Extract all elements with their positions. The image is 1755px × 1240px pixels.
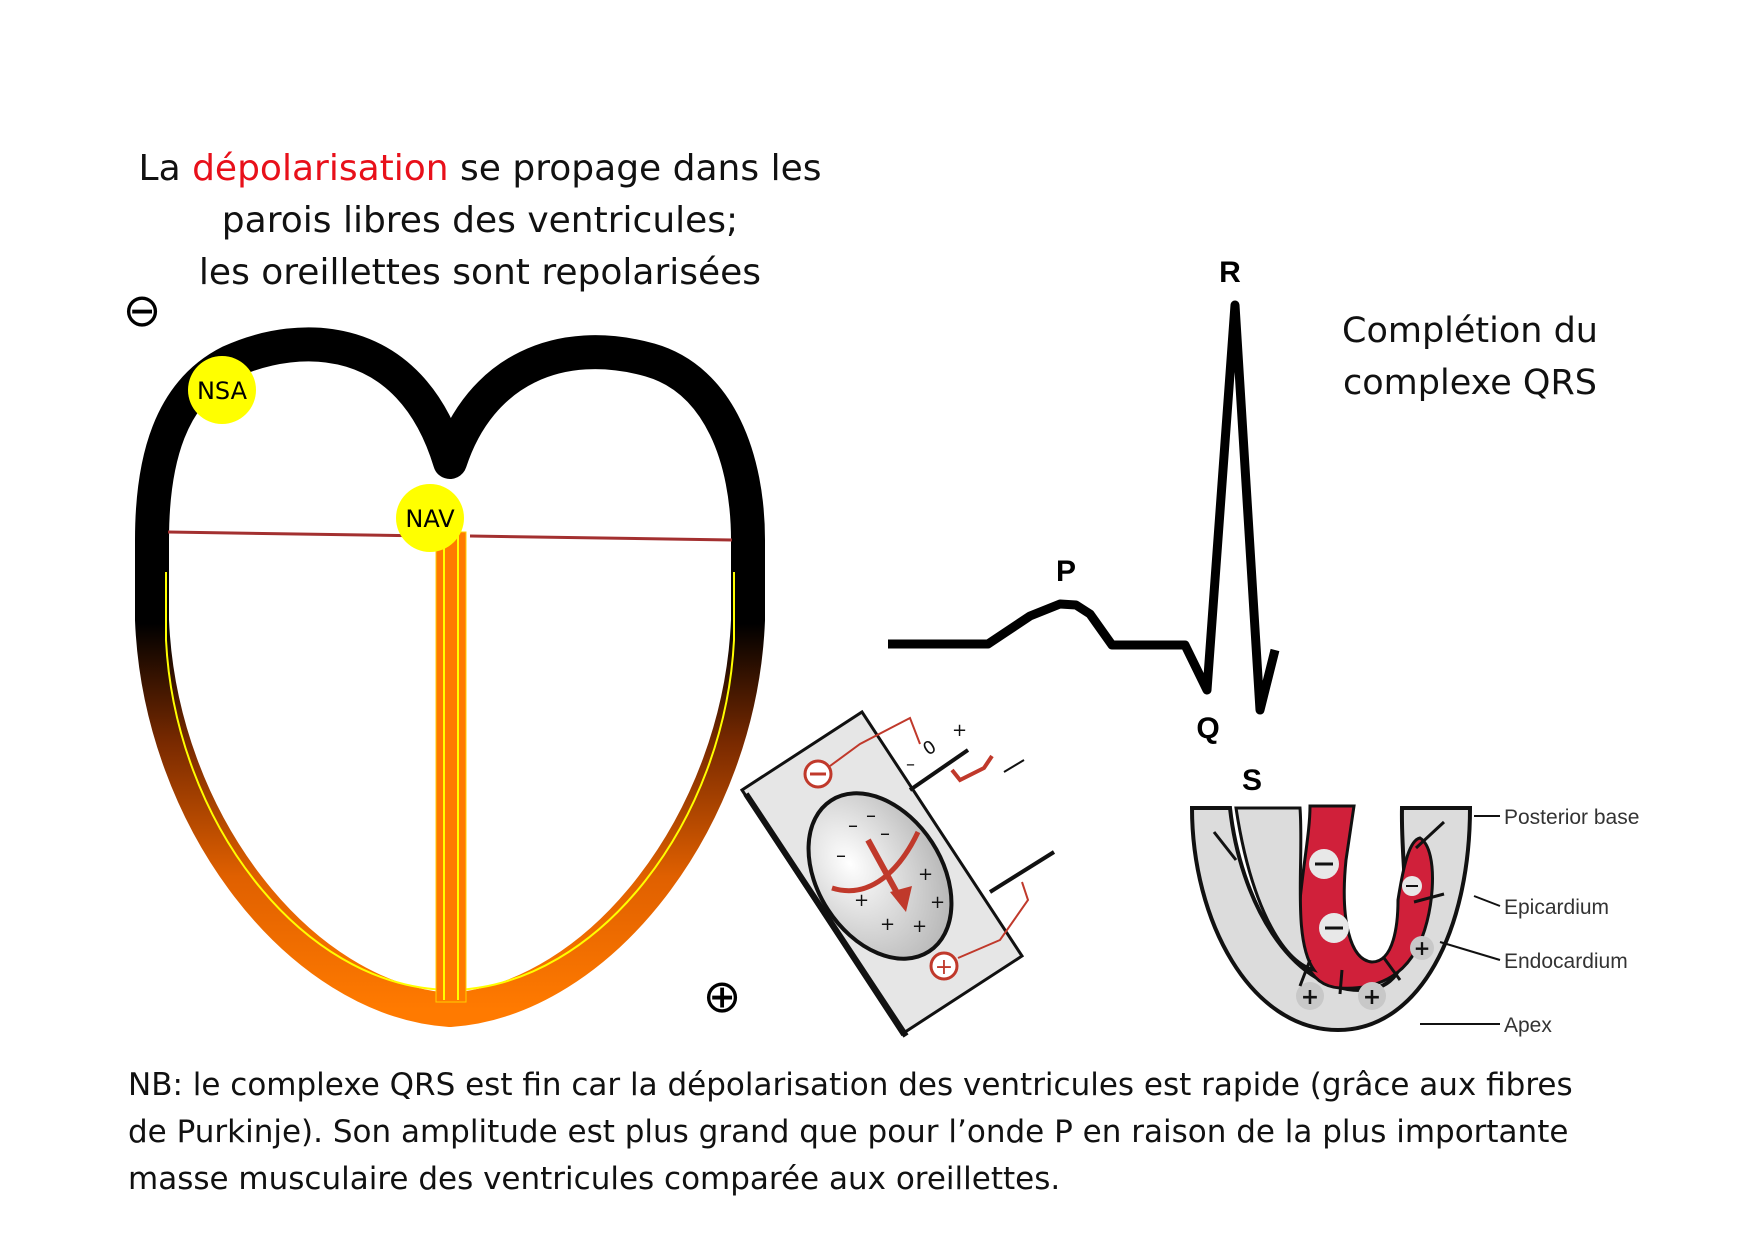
completion-line-1: Complétion du xyxy=(1342,311,1598,351)
cell-minus-3: – xyxy=(836,843,846,867)
ventricle-panel: + + + Posterior base Epicardium Endocard… xyxy=(1189,804,1639,1037)
charge-plus-2-sign: + xyxy=(1363,985,1381,1010)
recorder-plate-top xyxy=(908,748,970,792)
completion-caption: Complétion du complexe QRS xyxy=(1290,305,1650,409)
ecg-line xyxy=(888,300,1280,715)
nav-label: NAV xyxy=(405,505,455,533)
charge-plus-2 xyxy=(1358,982,1386,1010)
negative-electrode-icon: ⊖ xyxy=(123,283,162,337)
ecg-label-s: S xyxy=(1242,764,1262,797)
label-epicardium: Epicardium xyxy=(1504,896,1609,919)
epicardium-wall xyxy=(1189,806,1473,1033)
scale-zero: 0 xyxy=(919,736,940,760)
charge-plus-1-sign: + xyxy=(1301,985,1319,1010)
title-suffix: se propage dans les xyxy=(448,148,822,189)
vector-arrow-4 xyxy=(1298,959,1312,987)
cell-plus-2: + xyxy=(918,864,933,885)
cell-plus-5: + xyxy=(912,916,927,937)
label-endocardium: Endocardium xyxy=(1504,950,1628,973)
vector-panel-edge xyxy=(743,792,909,1038)
nb-line-2: de Purkinje). Son amplitude est plus gra… xyxy=(128,1114,1569,1150)
leader-endocardium xyxy=(1439,941,1501,961)
vector-panel: – – – – + + + + + + 0 + – xyxy=(739,709,1056,1038)
vector-arrow-1 xyxy=(1212,831,1238,861)
ecg-trace: P R Q S xyxy=(888,256,1280,797)
inner-cavity xyxy=(1234,806,1318,973)
cell-plus-4: + xyxy=(880,914,895,935)
nsa-label: NSA xyxy=(197,377,248,405)
charge-plus-3-sign: + xyxy=(1414,936,1431,960)
heart-diagram: NSA NAV xyxy=(135,327,765,1027)
positive-electrode-icon: ⊕ xyxy=(703,969,742,1023)
charge-plus-3 xyxy=(1410,936,1434,960)
title-highlight: dépolarisation xyxy=(192,148,449,189)
septum-bundle xyxy=(435,531,467,1003)
positive-electrode-plus: + xyxy=(935,955,953,980)
scale-minus: – xyxy=(906,754,915,775)
cell-minus-2: – xyxy=(866,803,876,827)
vector-arrow-6 xyxy=(1382,957,1402,981)
cell-minus-4: – xyxy=(880,821,890,845)
label-posterior-base: Posterior base xyxy=(1504,806,1639,829)
label-apex: Apex xyxy=(1504,1014,1552,1037)
cell-minus-1: – xyxy=(848,813,858,837)
title-line-3: les oreillettes sont repolarisées xyxy=(198,252,762,293)
dipole-arrow-head xyxy=(890,886,912,912)
leader-epicardium xyxy=(1473,895,1501,907)
vector-arrow-5 xyxy=(1338,969,1344,995)
av-plane-right xyxy=(469,534,733,542)
nb-line-1: NB: le complexe QRS est fin car la dépol… xyxy=(128,1067,1573,1103)
nb-line-3: masse musculaire des ventricules comparé… xyxy=(128,1161,1061,1197)
ecg-label-r: R xyxy=(1219,256,1241,289)
left-purkinje-fiber xyxy=(165,572,447,991)
nsa-node xyxy=(188,356,256,424)
recorder-plate-bottom xyxy=(988,850,1056,894)
positive-electrode-disc xyxy=(929,951,959,981)
negative-electrode-wire xyxy=(829,716,921,767)
nav-node xyxy=(396,484,464,552)
title-line-1: La dépolarisation se propage dans les xyxy=(80,148,880,189)
vector-arrow-2 xyxy=(1414,820,1446,850)
vector-arrow-3 xyxy=(1413,892,1445,904)
ecg-label-p: P xyxy=(1056,555,1076,588)
right-purkinje-fiber xyxy=(453,572,735,991)
charge-plus-1 xyxy=(1296,982,1324,1010)
title-line-2: parois libres des ventricules; xyxy=(221,200,739,241)
mini-pointer xyxy=(1003,759,1025,773)
depolarization-front xyxy=(831,830,921,894)
mini-deflection xyxy=(950,754,994,783)
scale-plus: + xyxy=(952,720,967,741)
av-plane-left xyxy=(167,530,431,538)
title-prefix: La xyxy=(138,148,193,189)
ecg-label-q: Q xyxy=(1196,712,1219,745)
cell-plus-3: + xyxy=(930,892,945,913)
cell-plus-1: + xyxy=(854,890,869,911)
positive-electrode-wire xyxy=(957,881,1030,959)
nb-note: NB: le complexe QRS est fin car la dépol… xyxy=(128,1062,1688,1203)
completion-line-2: complexe QRS xyxy=(1343,363,1597,403)
